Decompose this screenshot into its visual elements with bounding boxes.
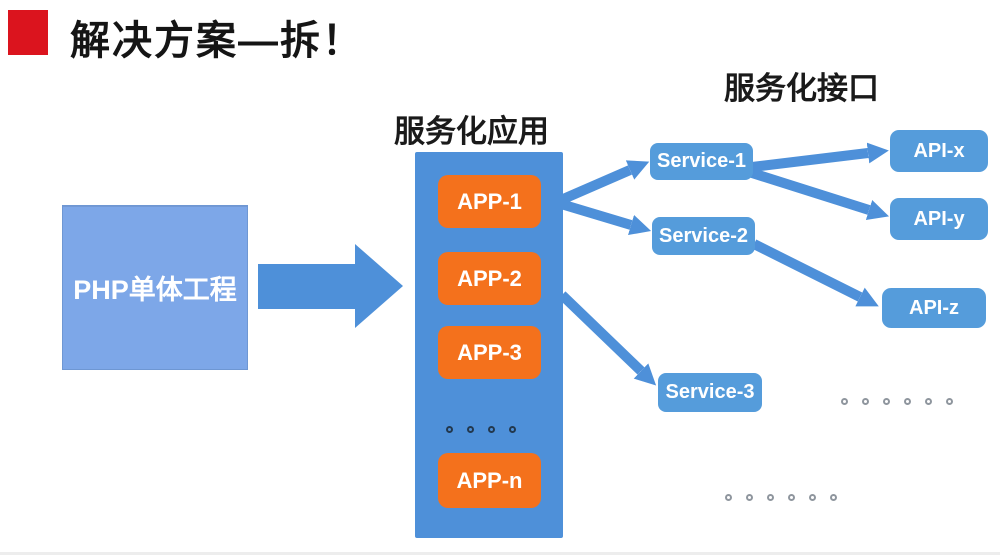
- arrow-service1-to-apiy: [750, 168, 890, 221]
- monolith-label: PHP单体工程: [73, 275, 237, 305]
- service-box-3: Service-3: [658, 373, 762, 412]
- title-bullet-square: [8, 10, 48, 55]
- transform-arrow: [258, 244, 403, 328]
- api-ellipsis-dots: [725, 494, 837, 501]
- arrow-app-to-service1: [559, 160, 650, 205]
- api-box-z: API-z: [882, 288, 986, 328]
- arrow-app-to-service2: [559, 199, 652, 236]
- app-container: APP-1 APP-2 APP-3 APP-n: [415, 152, 563, 538]
- arrow-service2-to-apiz: [751, 239, 879, 307]
- service-ellipsis-dots: [841, 398, 953, 405]
- app-box-n: APP-n: [438, 453, 541, 508]
- api-group-heading: 服务化接口: [724, 71, 879, 106]
- app-box-2: APP-2: [438, 252, 541, 305]
- arrow-app-to-service3: [558, 291, 657, 386]
- service-box-1: Service-1: [650, 143, 753, 180]
- app-group-heading: 服务化应用: [394, 114, 549, 149]
- api-box-y: API-y: [890, 198, 988, 240]
- app-box-3: APP-3: [438, 326, 541, 379]
- app-box-1: APP-1: [438, 175, 541, 228]
- monolith-box: PHP单体工程: [62, 205, 248, 370]
- arrow-service1-to-apix: [751, 142, 889, 172]
- app-ellipsis-dots: [446, 426, 516, 433]
- service-box-2: Service-2: [652, 217, 755, 255]
- api-box-x: API-x: [890, 130, 988, 172]
- slide-title: 解决方案—拆！: [70, 19, 364, 63]
